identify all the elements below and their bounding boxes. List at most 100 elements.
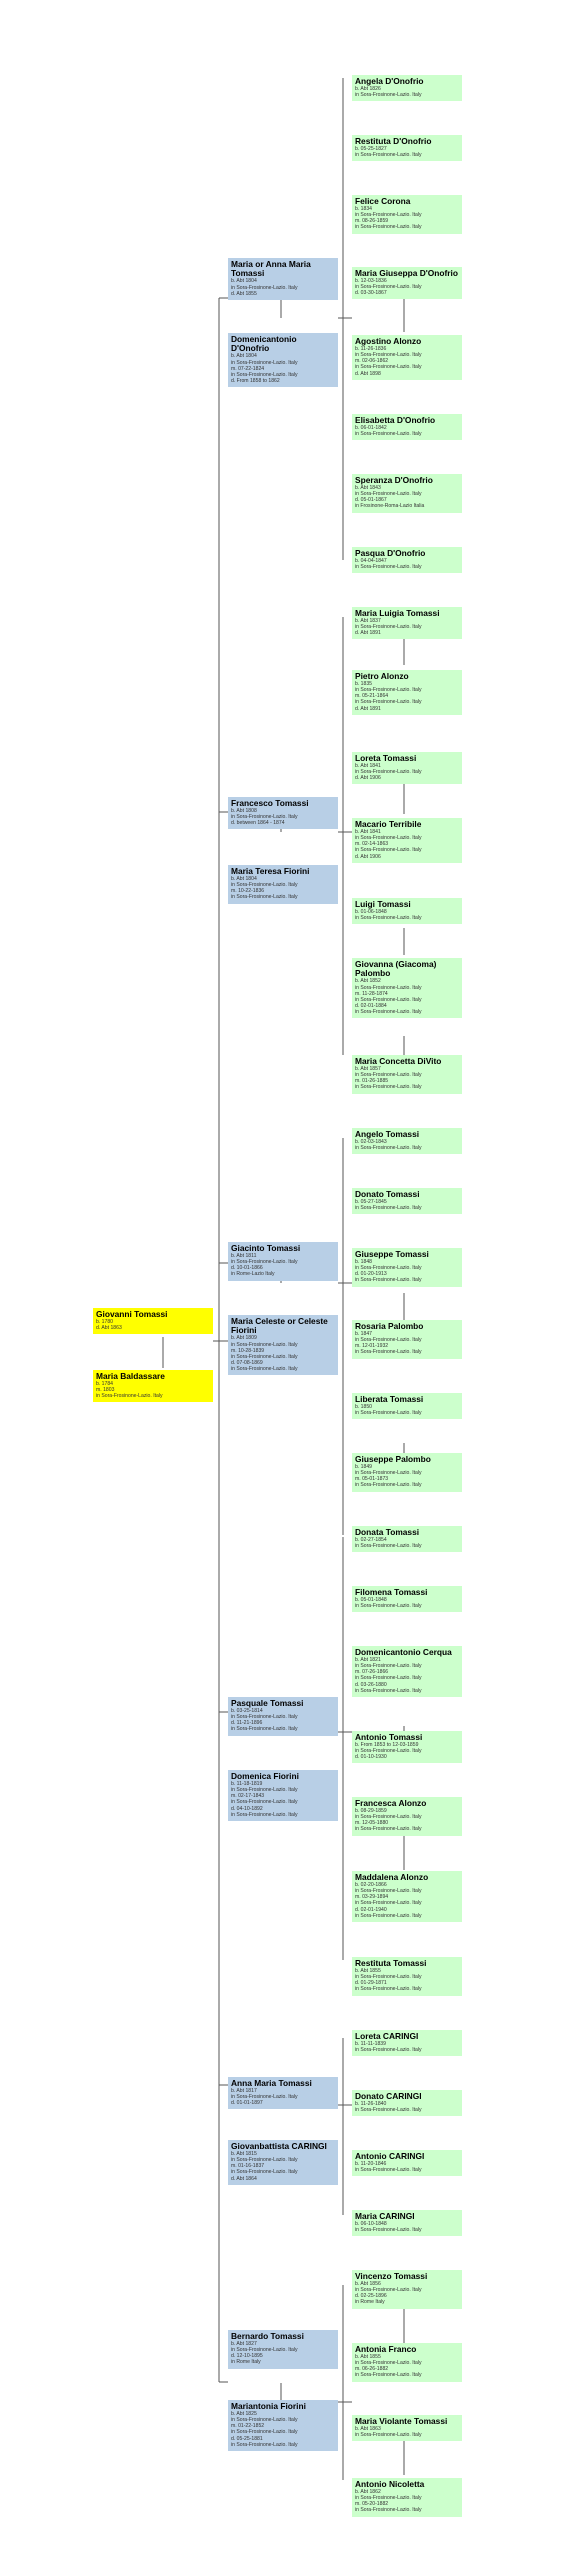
person-detail: in Sora-Frosinone-Lazio. Italy <box>355 1974 422 1981</box>
person-detail: in Sora-Frosinone-Lazio. Italy <box>355 1675 422 1682</box>
person-name: Bernardo Tomassi <box>231 2331 304 2341</box>
person-name: Filomena Tomassi <box>355 1587 428 1597</box>
person-detail: in Sora-Frosinone-Lazio. Italy <box>231 1341 298 1348</box>
person-detail: b. 05-25-1827 <box>355 146 387 153</box>
person-name: Domenicantonio D'Onofrio <box>231 334 297 354</box>
person-detail: b. Abt 1815 <box>231 2151 257 2158</box>
person-detail: m. 11-28-1874 <box>355 990 388 997</box>
person-detail: b. Abt 1825 <box>231 2411 257 2418</box>
person-name: Antonia Franco <box>355 2344 417 2354</box>
person-detail: in Sora-Frosinone-Lazio. Italy <box>355 769 422 776</box>
person-detail: in Sora-Frosinone-Lazio. Italy <box>355 699 422 706</box>
person-name: Antonio CARINGI <box>355 2151 425 2161</box>
person-detail: in Sora-Frosinone-Lazio. Italy <box>231 284 298 291</box>
person-detail: in Rome Italy <box>231 2359 261 2366</box>
person-detail: m. 01-16-1837 <box>231 2163 265 2170</box>
person-name: Maddalena Alonzo <box>355 1872 429 1882</box>
person-detail: b. 11-20-1846 <box>355 2161 387 2168</box>
person-detail: b. Abt 1821 <box>355 1657 381 1664</box>
person-name: Rosaria Palombo <box>355 1321 424 1331</box>
person-detail: in Sora-Frosinone-Lazio. Italy <box>355 431 422 438</box>
person-detail: in Sora-Frosinone-Lazio. Italy <box>355 984 422 991</box>
person-detail: b. 01-06-1848 <box>355 909 387 916</box>
person-detail: m. 06-26-1882 <box>355 2366 389 2373</box>
person-detail: in Sora-Frosinone-Lazio. Italy <box>231 894 298 901</box>
person-detail: m. 01-22-1852 <box>231 2423 265 2430</box>
person-detail: b. Abt 1863 <box>355 2426 381 2433</box>
person-name: Pietro Alonzo <box>355 671 409 681</box>
person-detail: b. Abt 1841 <box>355 763 381 770</box>
person-detail: m. 08-26-1859 <box>355 218 389 225</box>
person-detail: b. 1850 <box>355 1404 372 1411</box>
person-detail: in Sora-Frosinone-Lazio. Italy <box>231 1726 298 1733</box>
person-detail: d. 10-01-1866 <box>231 1265 263 1272</box>
person-detail: b. Abt 1855 <box>355 1968 381 1975</box>
person-name: Angelo Tomassi <box>355 1129 420 1139</box>
person-name: Giovanni Tomassi <box>96 1309 168 1319</box>
person-detail: d. 12-10-1895 <box>231 2353 263 2360</box>
person-detail: in Sora-Frosinone-Lazio. Italy <box>355 2372 422 2379</box>
person-name: Liberata Tomassi <box>355 1394 424 1404</box>
person-detail: m. 12-01-1932 <box>355 1343 389 1350</box>
person-detail: b. 05-27-1845 <box>355 1199 387 1206</box>
person-detail: in Sora-Frosinone-Lazio. Italy <box>355 847 422 854</box>
person-detail: in Sora-Frosinone-Lazio. Italy <box>355 1748 422 1755</box>
person-detail: d. 02-01-1940 <box>355 1906 387 1913</box>
person-detail: in Sora-Frosinone-Lazio. Italy <box>231 2441 298 2448</box>
person-detail: in Sora-Frosinone-Lazio. Italy <box>355 1205 422 1212</box>
person-detail: d. 11-21-1896 <box>231 1720 263 1727</box>
person-detail: in Rome Italy <box>355 2299 385 2306</box>
person-detail: in Sora-Frosinone-Lazio. Italy <box>355 1826 422 1833</box>
